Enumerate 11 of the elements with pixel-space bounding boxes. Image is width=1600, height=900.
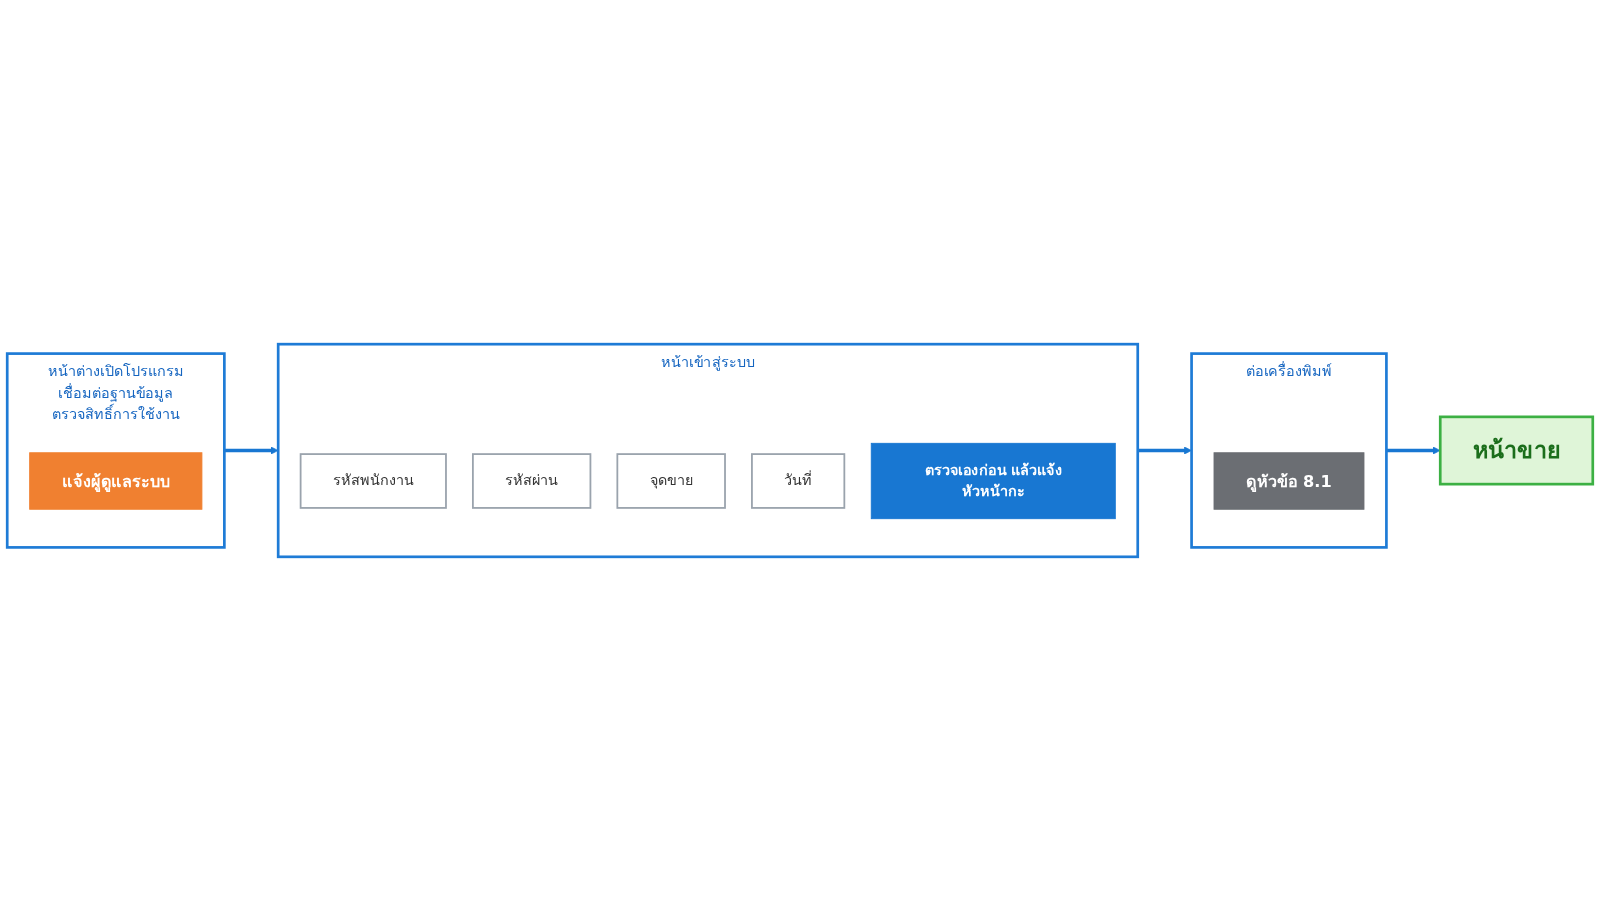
arrow [1137,446,1192,454]
node-box: วันที่ [751,452,846,509]
node-box: จุดขาย [616,452,726,509]
node-box: แจ้งผู้ดูแลระบบ [29,451,203,510]
node-box: รหัสพนักงาน [299,452,447,509]
node-box: ตรวจเองก่อน แล้วแจ้งหัวหน้ากะ [870,442,1116,519]
node-box: ดูหัวข้อ 8.1 [1213,451,1365,510]
node-box: รหัสผ่าน [472,452,592,509]
node-box: หน้าขาย [1438,415,1595,485]
arrow [1386,446,1441,454]
arrow [224,446,279,454]
